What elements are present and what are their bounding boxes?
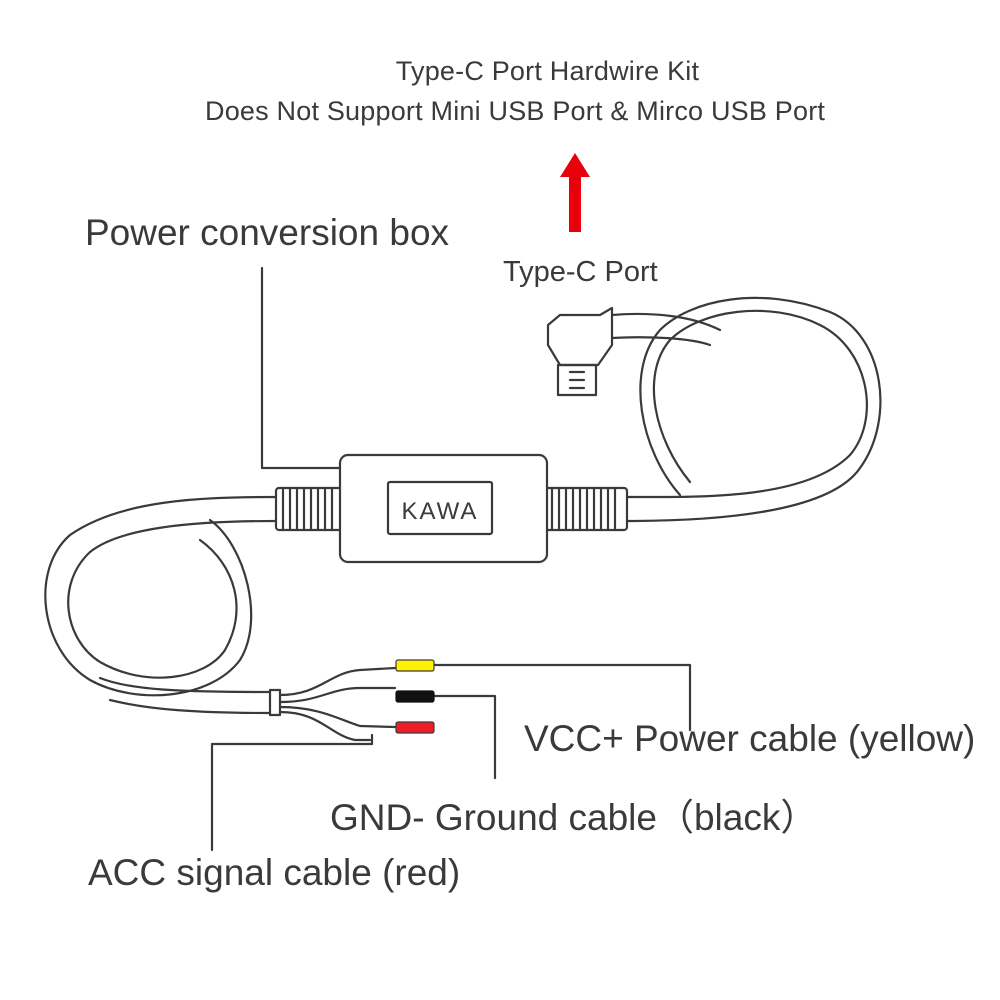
left-strain-relief: [274, 486, 344, 532]
label-vcc: VCC+ Power cable (yellow): [524, 718, 976, 759]
leader-gnd: [431, 694, 497, 780]
brand-badge: [386, 480, 494, 536]
right-strain-relief: [543, 486, 629, 532]
label-acc: ACC signal cable (red): [88, 852, 461, 893]
title-line-2: Does Not Support Mini USB Port & Mirco U…: [205, 96, 826, 126]
label-power-box: Power conversion box: [85, 212, 450, 253]
right-cable-coil: [610, 296, 882, 523]
leader-vcc: [431, 663, 692, 732]
label-gnd: GND- Ground cable（black）: [330, 797, 818, 838]
brand-text: KAWA: [402, 498, 479, 525]
black-wire-tip: [395, 690, 435, 703]
red-wire-tip: [395, 721, 435, 734]
label-type-c-port: Type-C Port: [503, 256, 658, 288]
left-cable-coil: [44, 495, 282, 717]
split-wires: [278, 666, 397, 742]
usb-c-connector-icon: [546, 306, 614, 397]
title-line-1: Type-C Port Hardwire Kit: [395, 56, 700, 86]
leader-power-box: [260, 266, 342, 470]
up-arrow-icon: [560, 153, 590, 232]
yellow-wire-tip: [395, 659, 435, 672]
leader-acc: [210, 733, 374, 852]
